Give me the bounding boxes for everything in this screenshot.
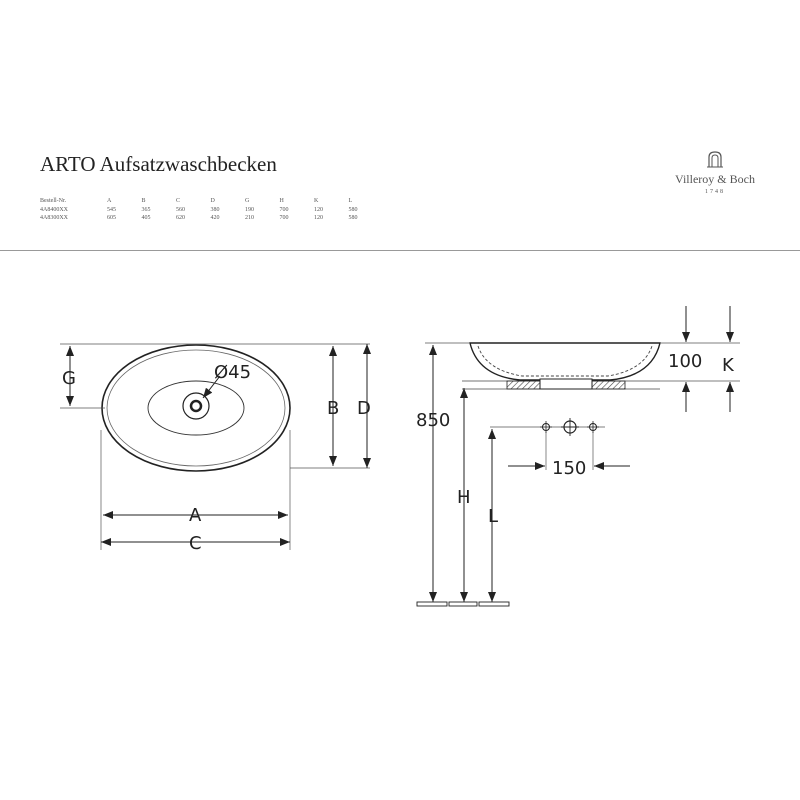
table-cell: 120 — [314, 215, 323, 221]
table-cell: 700 — [279, 215, 289, 221]
table-header-cell: B — [141, 198, 146, 204]
dimension-label-g: G — [62, 368, 76, 389]
table-row: 4A8400XX 545 365 560 380 190 700 120 580 — [40, 206, 383, 215]
countertop-section-left — [506, 380, 541, 390]
table-cell: 560 — [176, 206, 185, 213]
table-header-cell: H — [279, 198, 284, 204]
dimension-label-b: B — [327, 398, 339, 419]
table-cell: 120 — [314, 206, 323, 213]
dimension-label-k: K — [722, 355, 735, 376]
table-row: 4A8300XX 605 405 620 420 210 700 120 580 — [40, 214, 383, 223]
basin-side-profile — [469, 342, 661, 381]
water-connection-right — [587, 421, 599, 433]
table-cell: 4A8400XX — [40, 206, 68, 213]
drain-hole — [182, 392, 210, 420]
spec-table-header-row: Bestell-Nr. A B C D G H K L — [40, 197, 383, 206]
floor-line — [416, 601, 510, 607]
side-view: 100 K 850 H L 150 — [416, 306, 740, 607]
dimension-label-c: C — [189, 533, 202, 554]
countertop-section-right — [591, 380, 626, 390]
water-connection-center — [561, 418, 579, 436]
table-cell: 420 — [210, 215, 220, 221]
table-cell: 405 — [141, 215, 151, 221]
dimension-label-h: H — [457, 487, 471, 508]
water-connection-left — [540, 421, 552, 433]
dimension-label-a: A — [189, 505, 202, 526]
basin-inner-rim — [106, 349, 286, 467]
table-header-cell: K — [314, 198, 319, 204]
table-header-cell: Bestell-Nr. — [40, 198, 67, 204]
table-header-cell: L — [348, 198, 353, 204]
dimension-label-100: 100 — [668, 351, 702, 372]
page-title: ARTO Aufsatzwaschbecken — [40, 152, 277, 176]
drain-diameter-label: Ø45 — [214, 362, 251, 383]
table-cell: 605 — [107, 215, 116, 221]
table-cell: 210 — [245, 215, 254, 221]
table-header-cell: C — [176, 198, 181, 204]
table-header-cell: D — [210, 198, 215, 204]
dimension-label-850: 850 — [416, 410, 450, 431]
table-cell: 365 — [141, 206, 151, 213]
table-header-cell: A — [107, 198, 112, 204]
header-divider — [0, 250, 800, 251]
brand-logo: Villeroy & Boch 1748 — [660, 150, 770, 195]
table-cell: 380 — [210, 206, 220, 213]
table-cell: 700 — [279, 206, 289, 213]
basin-inner-profile — [477, 345, 653, 377]
drain-fitting — [539, 378, 593, 390]
table-cell: 545 — [107, 206, 116, 213]
drain-leader-line — [202, 375, 221, 399]
table-cell: 620 — [176, 215, 185, 221]
faucet-icon — [707, 151, 723, 168]
brand-year: 1748 — [705, 189, 725, 195]
dimension-label-150: 150 — [552, 458, 586, 479]
dimension-label-d: D — [357, 398, 371, 419]
table-header-cell: G — [245, 198, 250, 204]
table-cell: 190 — [245, 206, 254, 213]
table-cell: 580 — [348, 206, 358, 213]
basin-bowl-floor — [147, 380, 245, 436]
top-view: Ø45 G B D A C — [60, 343, 371, 554]
drain-hole-inner — [189, 399, 203, 413]
table-cell: 4A8300XX — [40, 215, 68, 221]
brand-name: Villeroy & Boch — [675, 172, 755, 186]
spec-table: Bestell-Nr. A B C D G H K L 4A8400XX 545… — [40, 197, 383, 223]
table-cell: 580 — [348, 215, 358, 221]
dimension-label-l: L — [488, 506, 498, 527]
